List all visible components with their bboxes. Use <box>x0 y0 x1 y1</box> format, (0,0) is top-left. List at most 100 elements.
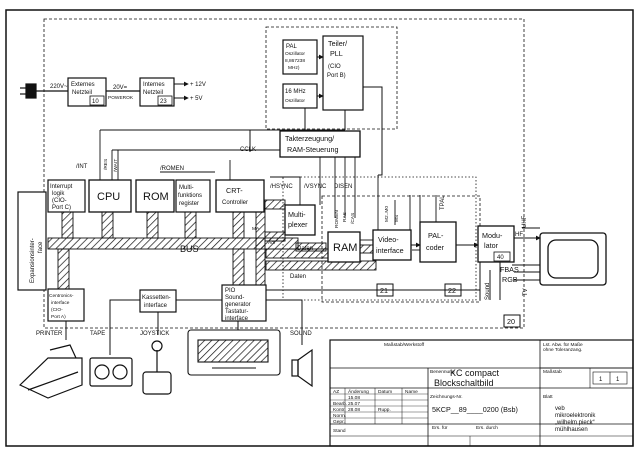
pio-label-3: generator <box>225 302 251 308</box>
teiler-label-4: Port B) <box>327 73 346 79</box>
plus12v-label: + 12V <box>190 82 206 88</box>
power-plug-icon <box>20 83 68 99</box>
internal-psu-label-1: Internes <box>143 82 165 88</box>
tb-drawing-number: 5KCP__89____0200 (Bsb) <box>432 405 518 414</box>
multireg-label-3: register <box>179 201 199 207</box>
teiler-label-3: (CIO <box>328 64 341 70</box>
multireg-label-1: Multi- <box>179 185 194 191</box>
svg-text:20: 20 <box>507 317 515 326</box>
tb-date-1: 15.08 <box>348 395 360 401</box>
multireg-label-2: funktions <box>178 193 202 199</box>
video-label-1: Video- <box>378 235 399 244</box>
video-interface-block: Video- interface <box>372 229 412 261</box>
mains-voltage-label: 220V~ <box>50 84 68 90</box>
tb-sheet-right: 1 <box>616 377 620 383</box>
tb-company-1: veb <box>555 406 565 412</box>
hsync-label: /HSYNC <box>270 184 293 190</box>
tv-label: TV <box>523 288 529 296</box>
centronics-label-4: Port A) <box>51 314 66 320</box>
external-psu-label-1: Externes <box>71 82 95 88</box>
tv-icon <box>539 232 607 286</box>
external-psu-number: 10 <box>92 99 99 105</box>
main-bus <box>47 199 377 291</box>
tb-gepr: Gepr. <box>333 419 345 425</box>
keyboard-icon <box>187 329 281 376</box>
int-label: /INT <box>76 164 88 170</box>
external-psu-block: Externes Netzteil 10 <box>67 77 107 107</box>
irq-label-1: Interrupt <box>50 184 73 190</box>
palcoder-label-2: coder <box>426 243 445 252</box>
pio-block: PIO Sound- generator Tastatur- interface <box>221 284 267 322</box>
tb-name-2: Rupp. <box>378 407 391 413</box>
pal-osc-label-4: MHz) <box>288 65 300 71</box>
tb-right-header-1: Lst. Abw. für Maße <box>543 342 583 348</box>
palcoder-label-1: PAL- <box>428 231 444 240</box>
osc16-label-1: 16 MHz <box>285 89 306 95</box>
internal-psu-number: 23 <box>160 99 167 105</box>
powerok-label: POWEROK <box>108 95 134 101</box>
modulator-block: Modu- lator 40 <box>477 225 515 263</box>
multifunction-register-block: Multi- funktions register <box>175 179 211 213</box>
mux-label-2: plexer <box>288 220 308 229</box>
cassette-label-1: Kassetten- <box>142 295 171 301</box>
pio-label-4: Tastatur- <box>225 309 248 315</box>
romen-ras-label: ROMEN <box>334 210 340 228</box>
rom-block: ROM <box>135 179 175 213</box>
expansion-interface-block: Expansionsinter- face <box>17 191 47 291</box>
plus5v-label: + 5V <box>190 96 203 102</box>
joystick-icon <box>142 340 172 395</box>
takt-label-1: Takterzeugung/ <box>285 134 334 143</box>
tb-date-3: 28.08 <box>348 407 360 413</box>
ram-block: RAM <box>327 231 361 263</box>
tb-az: AZ <box>333 389 339 395</box>
video-label-2: interface <box>376 246 404 255</box>
daten-label-upper: Daten <box>297 246 313 252</box>
tpal-label: TPAL <box>440 195 446 210</box>
disen-label: DISEN <box>334 184 352 190</box>
pal-osc-label-3: 8,867238 <box>285 58 305 64</box>
cpu-label: CPU <box>97 191 120 203</box>
wait-label: /WAIT <box>113 159 119 172</box>
teiler-pll-block: Teiler/ PLL (CIO Port B) <box>322 35 364 111</box>
romen-label: /ROMEN <box>160 166 184 172</box>
ma-label: MA <box>252 226 260 232</box>
irq-label-3: (CIO- <box>52 198 67 204</box>
tb-right-header-2: ohne Toleranzang. <box>543 347 582 353</box>
cpu-block: CPU <box>88 179 132 213</box>
dc-voltage-label: 20V= <box>113 85 128 91</box>
cassette-interface-block: Kassetten- interface <box>139 289 177 313</box>
teiler-label-1: Teiler/ <box>328 39 347 48</box>
module-number-20: 20 <box>503 314 521 328</box>
ms-label: MS <box>394 215 400 222</box>
exp-label-1: Expansionsinter- <box>30 238 36 283</box>
centronics-interface-block: Centronics- interface (CIO- Port A) <box>47 288 85 322</box>
tb-header: Maßstab/Werkstoff <box>384 342 425 348</box>
joystick-label: JOYSTICK <box>140 331 169 337</box>
tb-stand: Stand <box>333 428 346 434</box>
external-psu-label-2: Netzteil <box>72 90 92 96</box>
rgb-label: RGB <box>502 275 518 284</box>
irq-label-4: Port C) <box>52 205 71 211</box>
tb-date-2: 25.07 <box>348 401 360 407</box>
cassette-label-2: interface <box>144 303 168 309</box>
pal-coder-block: PAL- coder <box>419 221 457 263</box>
crt-controller-block: CRT- Controller <box>215 179 265 213</box>
pio-label-1: PIO <box>225 288 236 294</box>
pal-osc-label-1: PAL <box>286 44 298 50</box>
centronics-label-2: interface <box>51 300 70 306</box>
uhf-label: UHF <box>522 215 528 228</box>
internal-psu-label-2: Netzteil <box>143 90 163 96</box>
multiplexer-block: Multi- plexer <box>284 204 316 236</box>
hf-label: HF <box>515 232 523 238</box>
tb-title-2: Blockschaltbild <box>434 378 494 388</box>
tb-company-4: mühlhausen <box>555 427 588 433</box>
vsync-label: /VSYNC <box>304 184 327 190</box>
tb-masstab: Maßstab <box>543 369 562 375</box>
tb-company-3: „wilhelm pieck“ <box>555 420 595 426</box>
tb-ers-fuer: Ers. für <box>432 425 448 431</box>
control-lines <box>99 129 540 266</box>
bus-label: BUS <box>180 244 199 254</box>
sound-label: SOUND <box>290 331 312 337</box>
res-label: /RES <box>103 159 109 170</box>
interrupt-logic-block: Interrupt logik (CIO- Port C) <box>47 179 86 213</box>
